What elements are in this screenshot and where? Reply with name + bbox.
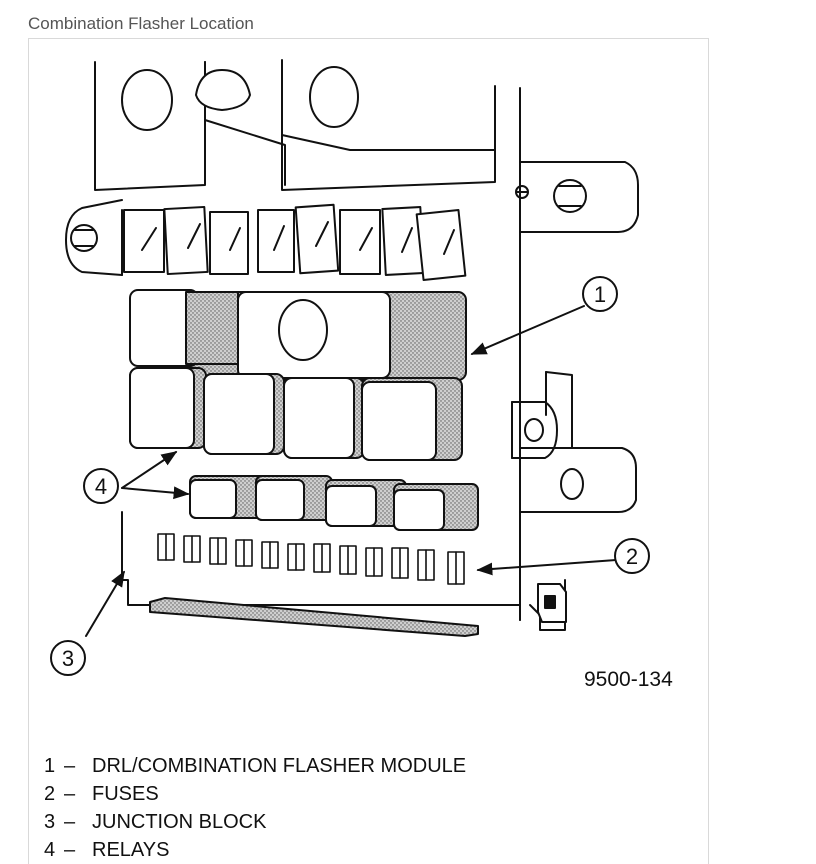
legend-text: DRL/COMBINATION FLASHER MODULE <box>92 755 467 777</box>
legend-dash: – <box>64 755 76 777</box>
mini-relays <box>189 475 479 531</box>
lower-connector <box>537 583 567 623</box>
legend-num: 1 <box>44 755 56 777</box>
legend-item: 1–DRL/COMBINATION FLASHER MODULE <box>44 752 466 780</box>
page-title: Combination Flasher Location <box>28 14 254 33</box>
legend-dash: – <box>64 839 76 861</box>
flasher-module <box>185 291 467 381</box>
bottom-strip <box>149 597 479 637</box>
legend-item: 2–FUSES <box>44 780 466 808</box>
legend-list: 1–DRL/COMBINATION FLASHER MODULE 2–FUSES… <box>44 752 466 864</box>
mini-fuses <box>157 533 465 585</box>
legend-item: 3–JUNCTION BLOCK <box>44 808 466 836</box>
right-bracket <box>511 87 639 621</box>
legend-dash: – <box>64 783 76 805</box>
legend-item: 4–RELAYS <box>44 836 466 864</box>
legend-text: FUSES <box>92 783 159 805</box>
figure-id: 9500-134 <box>584 668 673 691</box>
left-mount-tab <box>65 199 123 276</box>
callout-1-label: 1 <box>594 282 606 307</box>
legend-text: JUNCTION BLOCK <box>92 811 267 833</box>
maxi-fuse-row <box>123 203 467 282</box>
callout-2-label: 2 <box>626 544 638 569</box>
relay-block <box>129 289 463 461</box>
legend-num: 3 <box>44 811 56 833</box>
legend-text: RELAYS <box>92 839 170 861</box>
callout-4-label: 4 <box>95 474 107 499</box>
legend-num: 4 <box>44 839 56 861</box>
legend-dash: – <box>64 811 76 833</box>
upper-housing <box>94 59 496 191</box>
leader-lines <box>85 305 617 637</box>
callout-circles <box>50 276 650 676</box>
callout-3-label: 3 <box>62 646 74 671</box>
legend-num: 2 <box>44 783 56 805</box>
